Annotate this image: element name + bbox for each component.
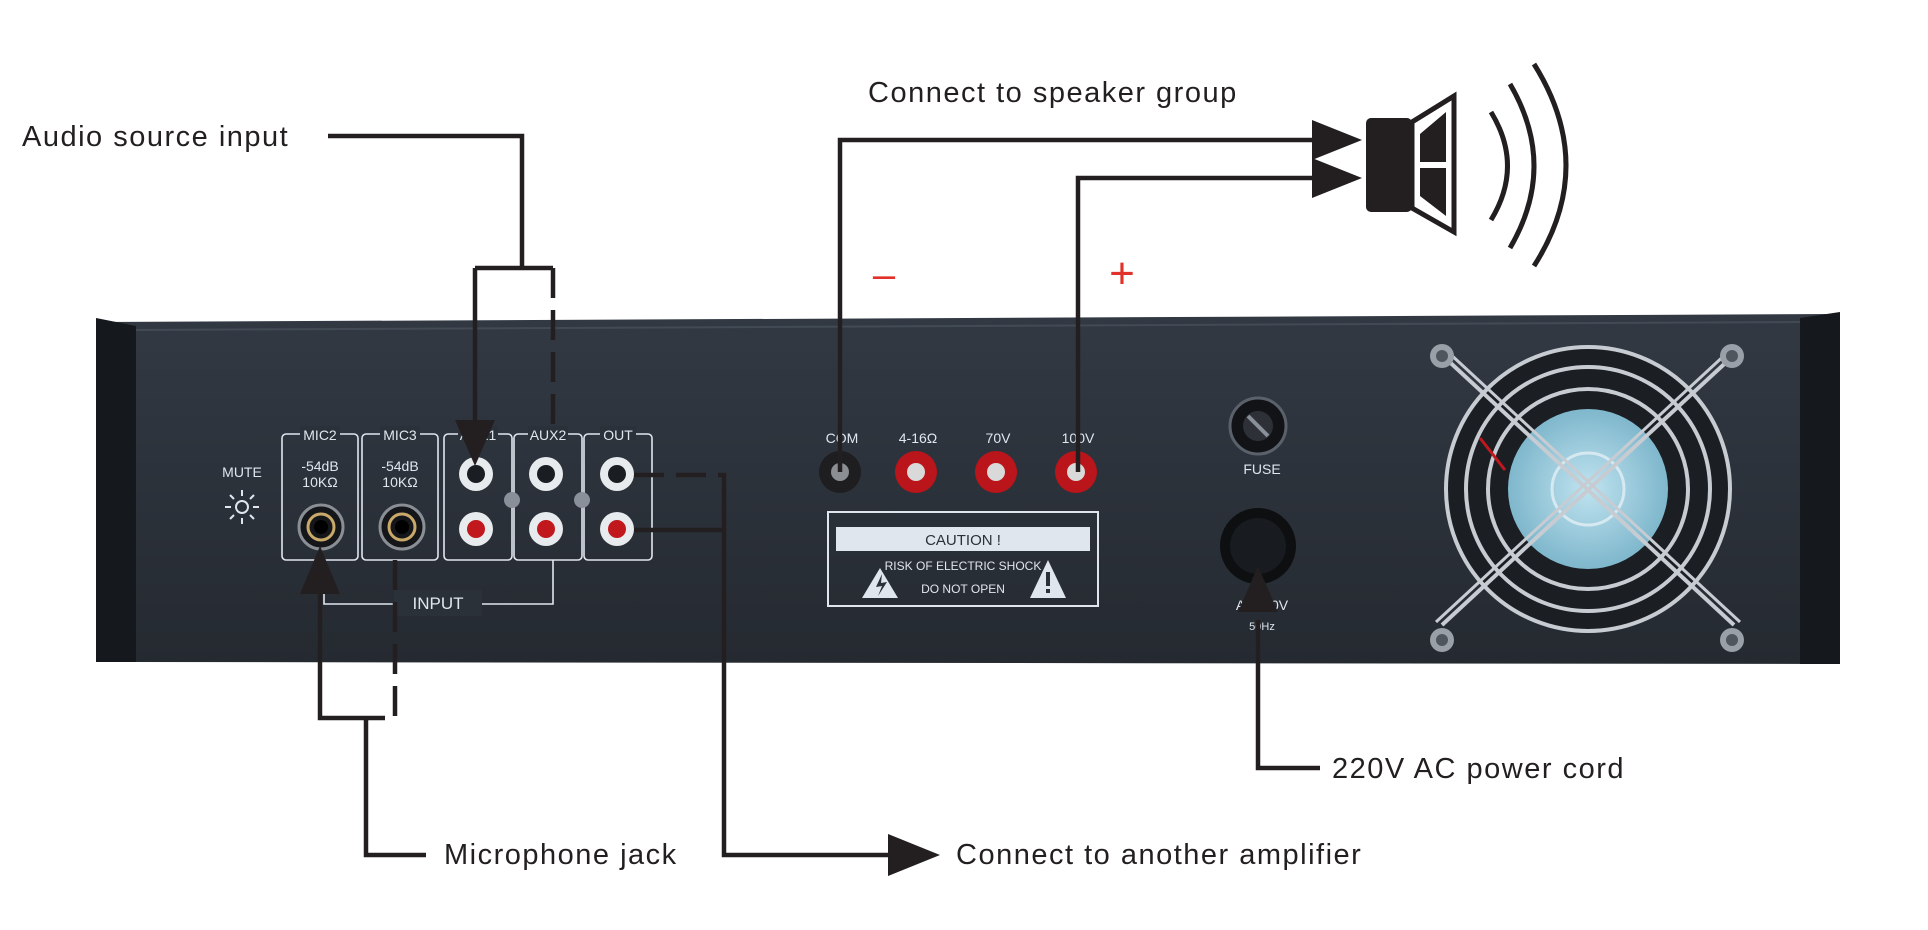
another-amplifier-callout: Connect to another amplifier [956, 839, 1362, 871]
power-cord-callout: 220V AC power cord [1332, 753, 1625, 785]
caution-title: CAUTION ! [925, 532, 1001, 549]
input-section-label: INPUT [413, 594, 464, 613]
mic2-label: MIC2 [303, 427, 337, 443]
minus-polarity-mark: – [873, 253, 896, 297]
caution-line2: DO NOT OPEN [921, 582, 1005, 596]
mic3-label: MIC3 [383, 427, 417, 443]
out-label: OUT [603, 427, 633, 443]
mute-indicator: MUTE [222, 464, 262, 524]
fuse-holder[interactable] [1228, 396, 1288, 456]
leader-lines [317, 133, 1320, 858]
4-16-ohm-terminal[interactable] [895, 451, 937, 493]
audio-source-input-callout: Audio source input [22, 121, 289, 153]
aux1-left-rca-jack[interactable] [459, 457, 493, 491]
caution-plate: CAUTION ! RISK OF ELECTRIC SHOCK DO NOT … [827, 511, 1099, 607]
power-cord-inlet[interactable] [1220, 508, 1296, 584]
out-left-rca-jack[interactable] [600, 457, 634, 491]
panel-screw [574, 492, 590, 508]
microphone-jack-callout: Microphone jack [444, 839, 678, 871]
speaker-group-callout: Connect to speaker group [868, 77, 1238, 109]
caution-line1: RISK OF ELECTRIC SHOCK [885, 559, 1042, 573]
speaker-icon [1366, 62, 1569, 268]
mic2-spec-line1: -54dB [301, 458, 338, 474]
cooling-fan [1430, 344, 1744, 652]
mic2-jack[interactable] [297, 503, 345, 551]
arrow-right-icon [1312, 120, 1362, 160]
arrowheads [300, 120, 1362, 876]
aux2-left-rca-jack[interactable] [529, 457, 563, 491]
amplifier-rear-panel [96, 312, 1840, 664]
panel-screw [504, 492, 520, 508]
plus-polarity-mark: + [1109, 249, 1135, 298]
mute-led-icon [235, 500, 249, 514]
mic3-jack[interactable] [378, 503, 426, 551]
mic3-spec-line2: 10KΩ [382, 474, 417, 490]
arrow-right-icon [1312, 158, 1362, 198]
aux1-right-rca-jack[interactable] [459, 512, 493, 546]
arrow-up-icon [1238, 566, 1278, 612]
arrow-up-icon [300, 546, 340, 594]
mic2-spec-line2: 10KΩ [302, 474, 337, 490]
aux2-label: AUX2 [530, 427, 567, 443]
right-rack-ear [1800, 312, 1840, 664]
70v-terminal[interactable] [975, 451, 1017, 493]
mic3-spec-line1: -54dB [381, 458, 418, 474]
mute-label: MUTE [222, 464, 262, 480]
ohm-terminal-label: 4-16Ω [899, 430, 938, 446]
aux2-right-rca-jack[interactable] [529, 512, 563, 546]
left-rack-ear [96, 318, 136, 662]
out-right-rca-jack[interactable] [600, 512, 634, 546]
fuse-label: FUSE [1243, 461, 1280, 477]
power-frequency-label: 50Hz [1249, 621, 1275, 633]
arrow-down-icon [455, 420, 495, 466]
70v-terminal-label: 70V [986, 430, 1012, 446]
arrow-right-icon [888, 834, 940, 876]
